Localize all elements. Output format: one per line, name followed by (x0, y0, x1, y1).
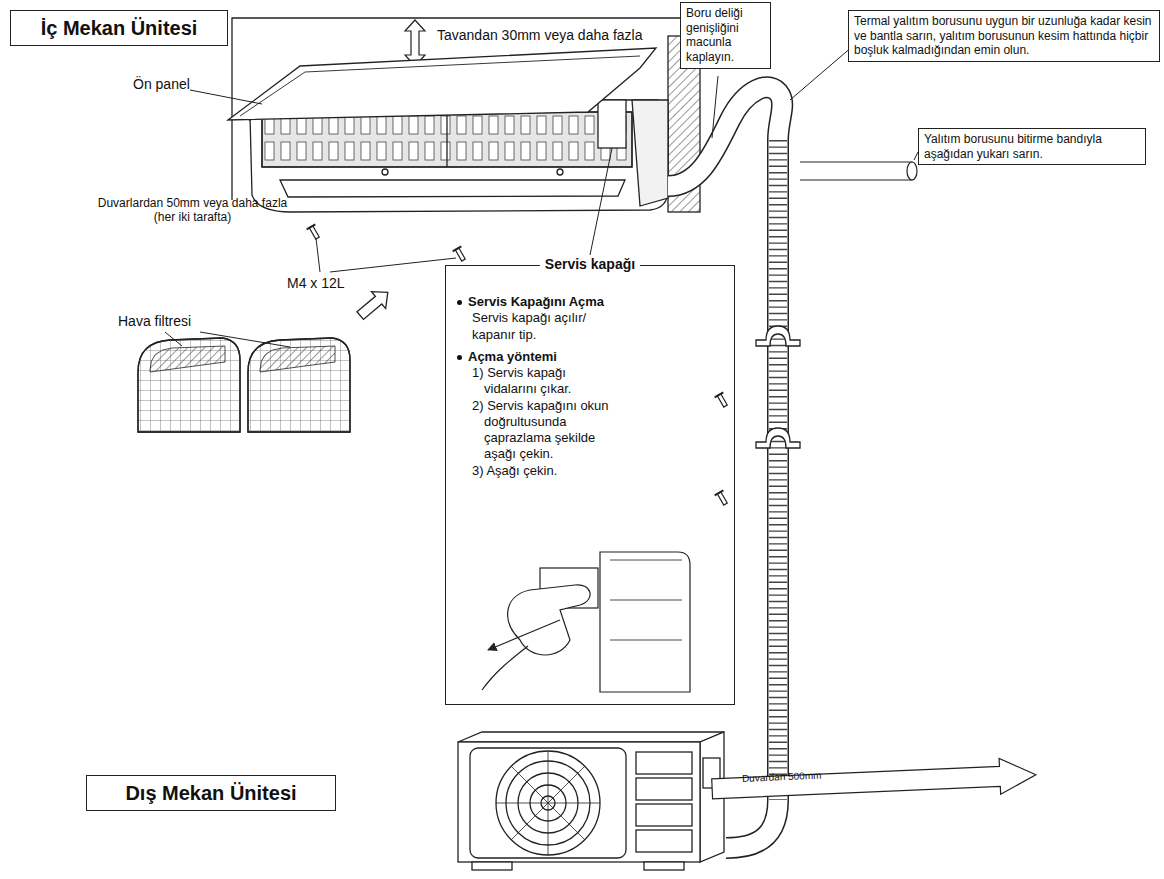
section-title-box: İç Mekan Ünitesi (10, 10, 228, 46)
outdoor-unit (472, 862, 512, 870)
indoor-unit (228, 48, 668, 212)
outdoor-unit (458, 732, 724, 870)
outdoor-unit (636, 778, 692, 800)
indoor-unit (280, 180, 625, 197)
step-text: 1) Servis kapağı vidalarını çıkar. (468, 365, 620, 398)
clearance-arrow (711, 757, 1036, 807)
bullet-heading: Açma yöntemi (468, 349, 618, 365)
step-text: 2) Servis kapağını okun doğrultusunda ça… (468, 398, 620, 463)
air-filter (248, 338, 350, 432)
dimension-label: Duvarlardan 50mm veya daha fazla (her ik… (90, 196, 295, 225)
indoor-unit (598, 100, 626, 148)
air-filter (150, 346, 225, 372)
callout-text: Boru deliği genişliğini macunla kaplayın… (686, 6, 765, 65)
refrigerant-pipe (769, 140, 787, 800)
part-label: M4 x 12L (287, 275, 345, 292)
bullet-heading: Servis Kapağını Açma (468, 294, 618, 310)
mounting-screw (307, 224, 730, 506)
mounting-screw (453, 246, 468, 262)
indoor-unit (446, 112, 447, 167)
clearance-arrow (405, 20, 425, 66)
service-inset (508, 585, 590, 655)
indoor-unit (228, 48, 656, 120)
section-title: İç Mekan Ünitesi (41, 17, 198, 40)
outdoor-unit (636, 804, 692, 826)
indoor-unit (240, 56, 640, 116)
outdoor-unit (496, 751, 600, 855)
leader-line (165, 40, 918, 347)
section-title-box: Dış Mekan Ünitesi (86, 775, 336, 811)
callout-text: Termal yalıtım borusunu uygun bir uzunlu… (854, 14, 1154, 58)
air-filter (138, 338, 240, 432)
indoor-unit (632, 100, 668, 206)
outdoor-unit (470, 748, 626, 858)
body-text: Servis kapağı açılır/ kapanır tip. (468, 310, 612, 343)
service-inset (488, 620, 560, 650)
air-filter (353, 284, 395, 324)
leader-line (316, 238, 320, 272)
service-inset (482, 646, 528, 690)
indoor-unit (262, 112, 632, 167)
step-text: 3) Aşağı çekin. (468, 463, 620, 479)
clearance-arrow (711, 757, 1036, 807)
service-panel: Servis kapağıServis Kapağını AçmaServis … (445, 265, 735, 705)
dimension-label: Tavandan 30mm veya daha fazla (437, 27, 642, 44)
mounting-screw (453, 246, 462, 251)
leader-line (590, 148, 612, 255)
indoor-unit (382, 169, 388, 175)
part-label: Ön panel (133, 76, 190, 93)
leader-line (330, 258, 456, 272)
callout-text: Yalıtım borusunu bitirme bandıyla aşağıd… (924, 132, 1140, 161)
refrigerant-pipe (800, 162, 912, 180)
service-inset (610, 560, 682, 640)
outdoor-unit (496, 751, 600, 855)
section-title: Dış Mekan Ünitesi (125, 782, 296, 805)
outdoor-unit (636, 752, 692, 774)
air-filter (138, 284, 395, 432)
leader-line (200, 332, 290, 347)
indoor-unit (262, 112, 632, 167)
panel-heading: Servis kapağı (540, 256, 640, 274)
part-label: Hava filtresi (118, 313, 191, 330)
outdoor-unit (644, 862, 684, 870)
mounting-screw (715, 490, 724, 495)
outdoor-unit (458, 742, 700, 862)
mounting-screw (307, 224, 316, 229)
pipe-clamp (756, 326, 800, 346)
air-filter (248, 338, 350, 432)
callout-box: Yalıtım borusunu bitirme bandıyla aşağıd… (918, 128, 1146, 165)
air-filter (353, 284, 395, 324)
leader-line (190, 90, 262, 104)
pipe-clamp (756, 428, 800, 448)
air-filter (138, 338, 240, 432)
pipe-clamp (756, 326, 800, 448)
mounting-screw (307, 224, 322, 240)
callout-box: Boru deliği genişliğini macunla kaplayın… (680, 2, 771, 69)
mounting-screw (715, 392, 730, 408)
outdoor-unit (458, 732, 724, 742)
air-filter (260, 346, 335, 372)
indoor-unit (557, 169, 563, 175)
callout-box: Termal yalıtım borusunu uygun bir uzunlu… (848, 10, 1160, 62)
outdoor-unit (636, 830, 692, 852)
leader-line (165, 332, 182, 346)
mounting-screw (715, 490, 730, 506)
service-inset (600, 552, 690, 692)
mounting-screw (715, 392, 724, 397)
service-inset (482, 552, 690, 692)
leader-line (712, 76, 718, 138)
refrigerant-pipe (907, 162, 917, 180)
